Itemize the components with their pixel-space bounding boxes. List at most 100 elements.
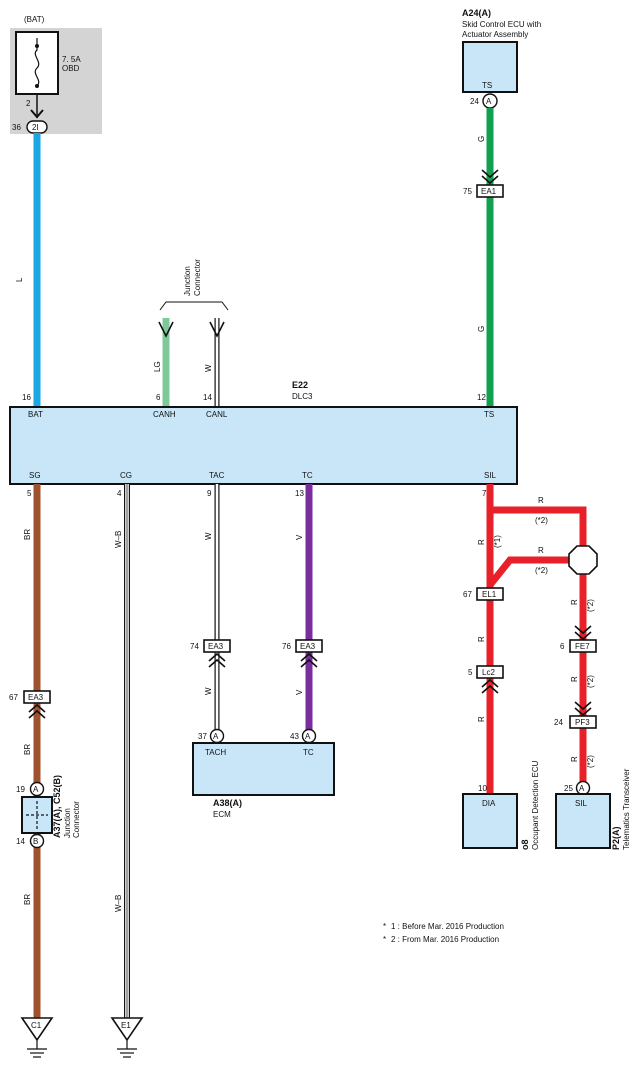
- wire-label-canh: LG: [153, 361, 162, 372]
- junction-conn-b-pin: 14: [16, 837, 25, 846]
- wire-label-ts-lower: G: [477, 326, 486, 332]
- note-2-text: 2 : From Mar. 2016 Production: [391, 935, 499, 944]
- wire-label-sg-upper: BR: [23, 529, 32, 540]
- ground-c1-label: C1: [31, 1021, 42, 1030]
- skid-ecu-pin: 24: [470, 97, 479, 106]
- dlc3-pin-sg-num: 5: [27, 489, 32, 498]
- connector-fe7: [569, 639, 597, 653]
- note-1-text: 1 : Before Mar. 2016 Production: [391, 922, 504, 931]
- ecm-conn-tc-label: A: [305, 732, 311, 741]
- wire-label-branch-r2: R: [538, 546, 544, 555]
- ecm-pin-tach-num: 37: [198, 732, 207, 741]
- dlc3-pin-ts-num: 12: [477, 393, 486, 402]
- connector-lc2-label: Lc2: [482, 668, 495, 677]
- connector-ea3-tac: [203, 639, 231, 653]
- telematics-code: P2(A): [611, 826, 621, 850]
- fuse-name: OBD: [62, 64, 80, 73]
- wire-label-tel-r1: R: [570, 599, 579, 605]
- wire-label-branch-r1-mark: (*2): [535, 516, 548, 525]
- junction-conn-code: A37(A), C52(B): [52, 775, 62, 838]
- ea3-tc-chevron-icon: [300, 652, 318, 668]
- telematics-conn-label: A: [579, 784, 585, 793]
- wire-label-tel-r2: R: [570, 676, 579, 682]
- ea1-chevron-icon: [481, 169, 499, 185]
- dlc3-pin-tc-name: TC: [302, 471, 313, 480]
- fuse-connector-label: 2I: [32, 123, 39, 132]
- dlc3-pin-cg-num: 4: [117, 489, 122, 498]
- connector-el1-label: EL1: [482, 590, 497, 599]
- dlc3-pin-canl-num: 14: [203, 393, 212, 402]
- dlc3-pin-tc-num: 13: [295, 489, 304, 498]
- wire-label-tel-r2-mark: (*2): [586, 675, 595, 688]
- dlc3-pin-cg-name: CG: [120, 471, 132, 480]
- dlc3-pin-bat-num: 16: [22, 393, 31, 402]
- skid-ecu-box: [462, 41, 518, 93]
- connector-lc2: [476, 665, 504, 679]
- connector-el1: [476, 587, 504, 601]
- fe7-chevron-icon: [574, 625, 592, 641]
- telematics-name: Telematics Transceiver: [622, 768, 631, 850]
- dlc3-code: E22: [292, 380, 308, 390]
- connector-ea3-tac-label: EA3: [208, 642, 224, 651]
- fuse-icon: [34, 38, 40, 87]
- junction-conn-a: [29, 781, 45, 797]
- wire-label-tel-r1-mark: (*2): [586, 599, 595, 612]
- wire-label-cg-upper: W–B: [114, 531, 123, 548]
- telematics-box: [555, 793, 611, 849]
- connector-ea3-tac-pin: 74: [190, 642, 199, 651]
- junction-conn-b-label: B: [33, 837, 38, 846]
- fuse-pin-left: 36: [12, 123, 21, 132]
- fuse-source-label: (BAT): [24, 15, 45, 24]
- junction-top-label-1: Junction: [183, 266, 192, 296]
- junction-conn-a-pin: 19: [16, 785, 25, 794]
- note-2-mark: *: [383, 935, 386, 944]
- wire-label-branch-r2-mark: (*2): [535, 566, 548, 575]
- wire-sil-branch-upper: [490, 506, 587, 546]
- skid-ecu-code: A24(A): [462, 8, 491, 18]
- skid-ecu-name-1: Skid Control ECU with: [462, 20, 541, 29]
- wire-label-tac-lower: W: [204, 687, 213, 695]
- wire-label-tel-r3: R: [570, 756, 579, 762]
- ecm-code: A38(A): [213, 798, 242, 808]
- dlc3-pin-sil-name: SIL: [484, 471, 497, 480]
- dlc3-pin-ts-name: TS: [484, 410, 494, 419]
- connector-ea3-sg-label: EA3: [28, 693, 44, 702]
- connector-ea3-tc-pin: 76: [282, 642, 291, 651]
- junction-conn-b: [29, 833, 45, 849]
- pf3-chevron-icon: [574, 701, 592, 717]
- connector-ea3-sg: [23, 690, 51, 704]
- connector-pf3-label: PF3: [575, 718, 590, 727]
- occupant-ecu-box: [462, 793, 518, 849]
- dlc3-pin-canl-name: CANL: [206, 410, 228, 419]
- ea3-tac-chevron-icon: [208, 652, 226, 668]
- connector-ea3-tc: [295, 639, 323, 653]
- junction-top-label-2: Connector: [193, 259, 202, 296]
- occupant-ecu-pin: 10: [478, 784, 487, 793]
- wire-label-sil-r3: R: [477, 716, 486, 722]
- wire-label-branch-r1: R: [538, 496, 544, 505]
- wire-label-tac-upper: W: [204, 532, 213, 540]
- dlc3-box: [9, 406, 518, 485]
- occupant-ecu-name: Occupant Detection ECU: [531, 760, 540, 850]
- wire-label-bat: L: [15, 277, 24, 282]
- wire-label-tc-lower: V: [295, 689, 304, 695]
- dlc3-name: DLC3: [292, 392, 313, 401]
- junction-bracket: [159, 301, 229, 311]
- junction-conn-a-label: A: [33, 785, 39, 794]
- dlc3-pin-sil-num: 7: [482, 489, 487, 498]
- ecm-pin-tach-name: TACH: [205, 748, 226, 757]
- connector-ea3-tc-label: EA3: [300, 642, 316, 651]
- dlc3-pin-tac-num: 9: [207, 489, 212, 498]
- lc2-chevron-icon: [481, 678, 499, 694]
- wire-sil-branch-lower: [487, 556, 570, 588]
- ea3-sg-chevron-icon: [28, 703, 46, 719]
- telematics-pin: 25: [564, 784, 573, 793]
- ecm-name: ECM: [213, 810, 231, 819]
- occupant-ecu-terminal: DIA: [482, 799, 496, 808]
- junction-conn-label-1: Junction: [63, 808, 72, 838]
- wire-label-ts-upper: G: [477, 136, 486, 142]
- ecm-pin-tc-name: TC: [303, 748, 314, 757]
- canl-arrow-icon: [209, 321, 225, 338]
- junction-conn-label-2: Connector: [72, 801, 81, 838]
